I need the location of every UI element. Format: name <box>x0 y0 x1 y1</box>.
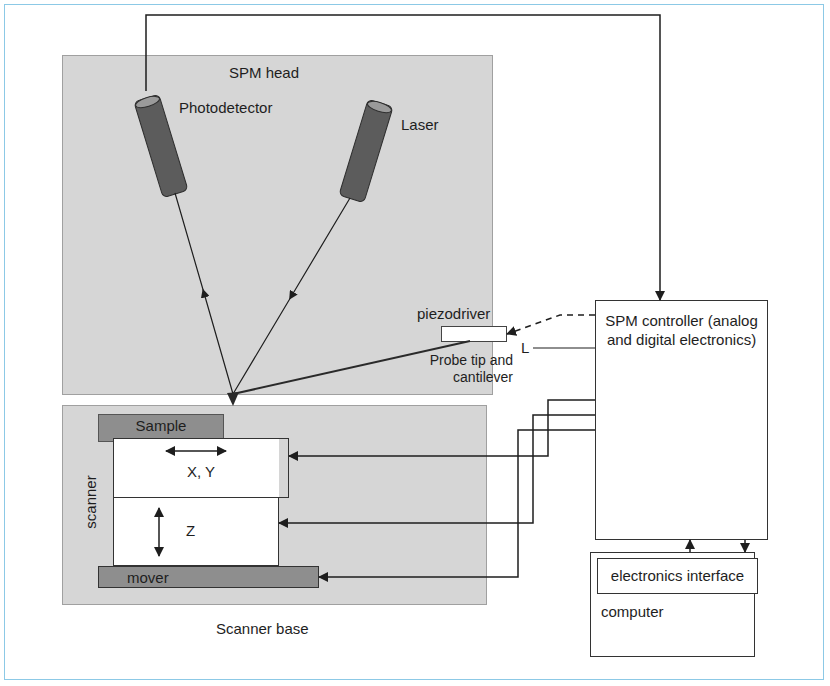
probe-label: Probe tip and cantilever <box>393 352 513 386</box>
scanner-base-panel: Scanner baseSamplescannerX, YZmover <box>62 405 487 605</box>
controller-box: SPM controller (analog and digital elect… <box>595 300 768 540</box>
laser: Laser <box>331 96 401 206</box>
node-label: Z <box>186 522 195 540</box>
mover: mover <box>98 566 319 588</box>
cylinder-symbol <box>331 96 401 206</box>
node-label: Laser <box>401 116 439 134</box>
photodetector: Photodetector <box>131 91 191 201</box>
signal-connector <box>689 540 691 552</box>
signal-connector <box>289 400 595 456</box>
node-label: SPM controller (analog and digital elect… <box>596 311 767 349</box>
signal-connector <box>146 15 660 300</box>
interface-box: electronics interface <box>597 558 758 594</box>
laser-beam-in <box>233 198 350 394</box>
scanner: scannerX, YZ <box>113 438 279 566</box>
node-label: X, Y <box>114 463 288 481</box>
laser-beam-out <box>175 193 233 394</box>
node-label: Photodetector <box>179 99 272 117</box>
xy-stage: X, Y <box>113 438 289 498</box>
node-label: computer <box>601 603 664 621</box>
signal-label: L <box>521 339 529 357</box>
node-label: mover <box>127 569 169 587</box>
signal-connector <box>279 415 595 523</box>
motion-arrow <box>114 498 280 567</box>
node-label: piezodriver <box>417 305 490 323</box>
piezodriver: piezodriver <box>441 326 507 342</box>
probe-tip <box>227 392 239 406</box>
signal-connector <box>507 315 595 334</box>
node-label: Sample <box>99 417 223 435</box>
node-label: SPM head <box>229 64 299 82</box>
node-label: scanner <box>82 472 100 532</box>
computer-box: computer electronics interface <box>590 552 755 657</box>
node-label: Scanner base <box>216 620 309 638</box>
head-panel: SPM headPhotodetectorLaserpiezodriver <box>62 55 493 395</box>
z-stage: Z <box>113 497 279 566</box>
l-wire <box>533 347 595 348</box>
node-label: electronics interface <box>598 567 757 585</box>
signal-connector <box>744 540 746 552</box>
signal-connector <box>319 430 595 577</box>
